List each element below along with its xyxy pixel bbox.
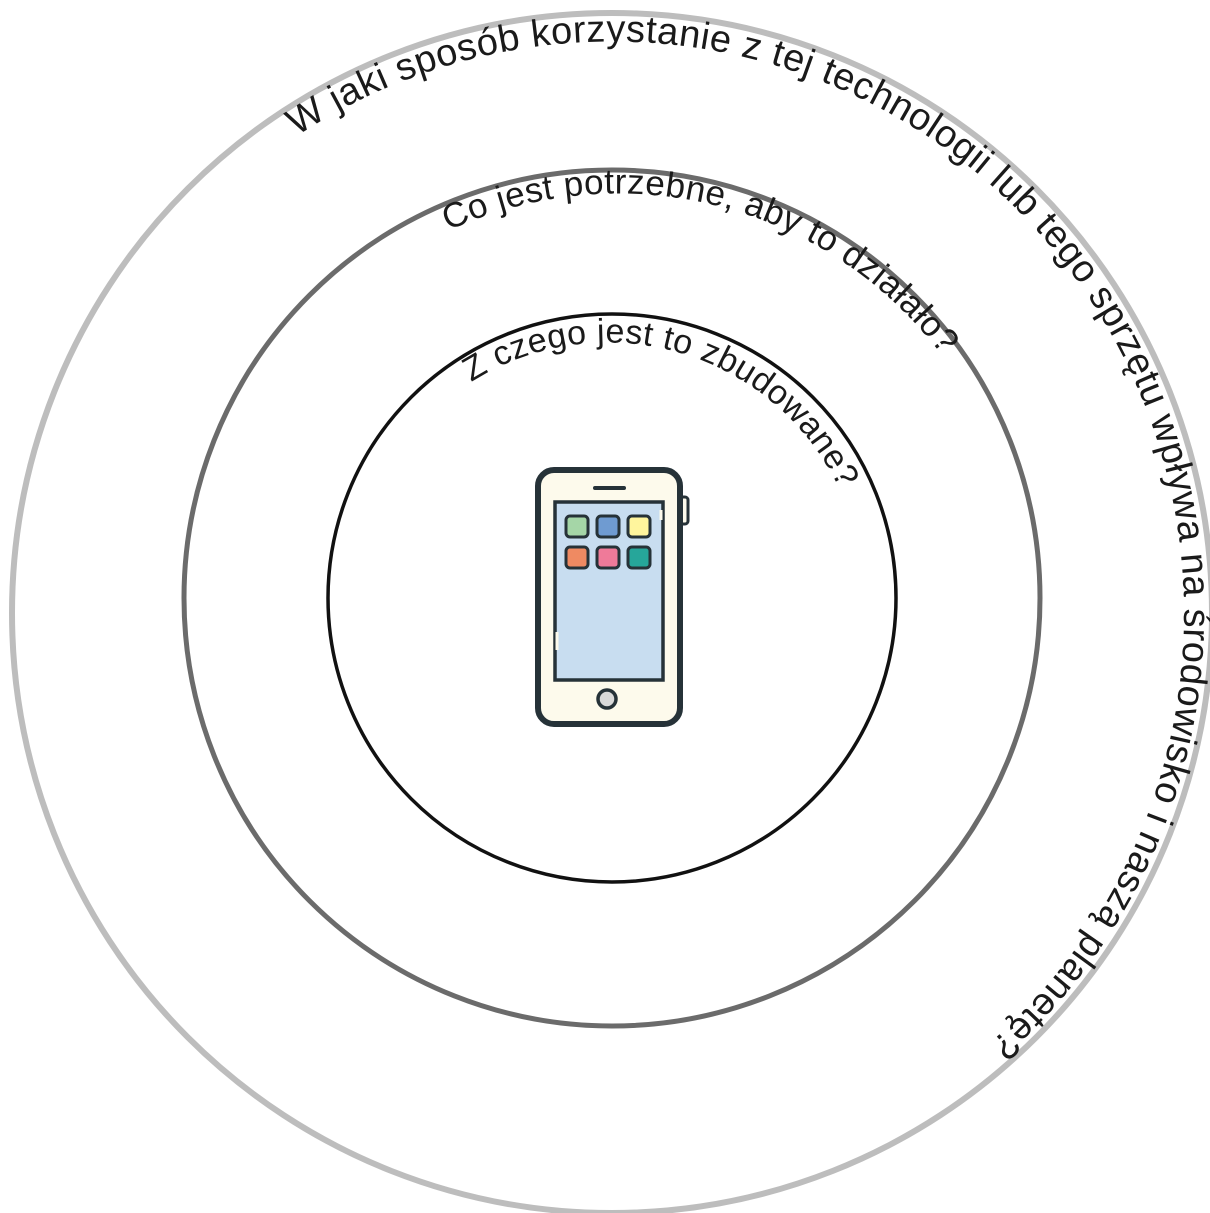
app-icon — [626, 514, 652, 539]
outer-ring-label: W jaki sposób korzystanie z tej technolo… — [279, 8, 1210, 1067]
app-icon — [595, 514, 621, 539]
inner-ring-label-path: Z czego jest to zbudowane? — [456, 312, 866, 493]
app-icon — [626, 545, 652, 570]
app-icon — [595, 545, 621, 570]
app-icon — [564, 514, 590, 539]
outer-ring — [9, 10, 1210, 1213]
inner-ring-label: Z czego jest to zbudowane? — [456, 312, 866, 493]
outer-ring-label-path: W jaki sposób korzystanie z tej technolo… — [279, 8, 1210, 1067]
smartphone-icon — [535, 467, 690, 727]
app-icon — [564, 545, 590, 570]
middle-ring — [181, 167, 1043, 1029]
phone-home-button — [596, 688, 618, 710]
inner-ring — [326, 312, 898, 884]
